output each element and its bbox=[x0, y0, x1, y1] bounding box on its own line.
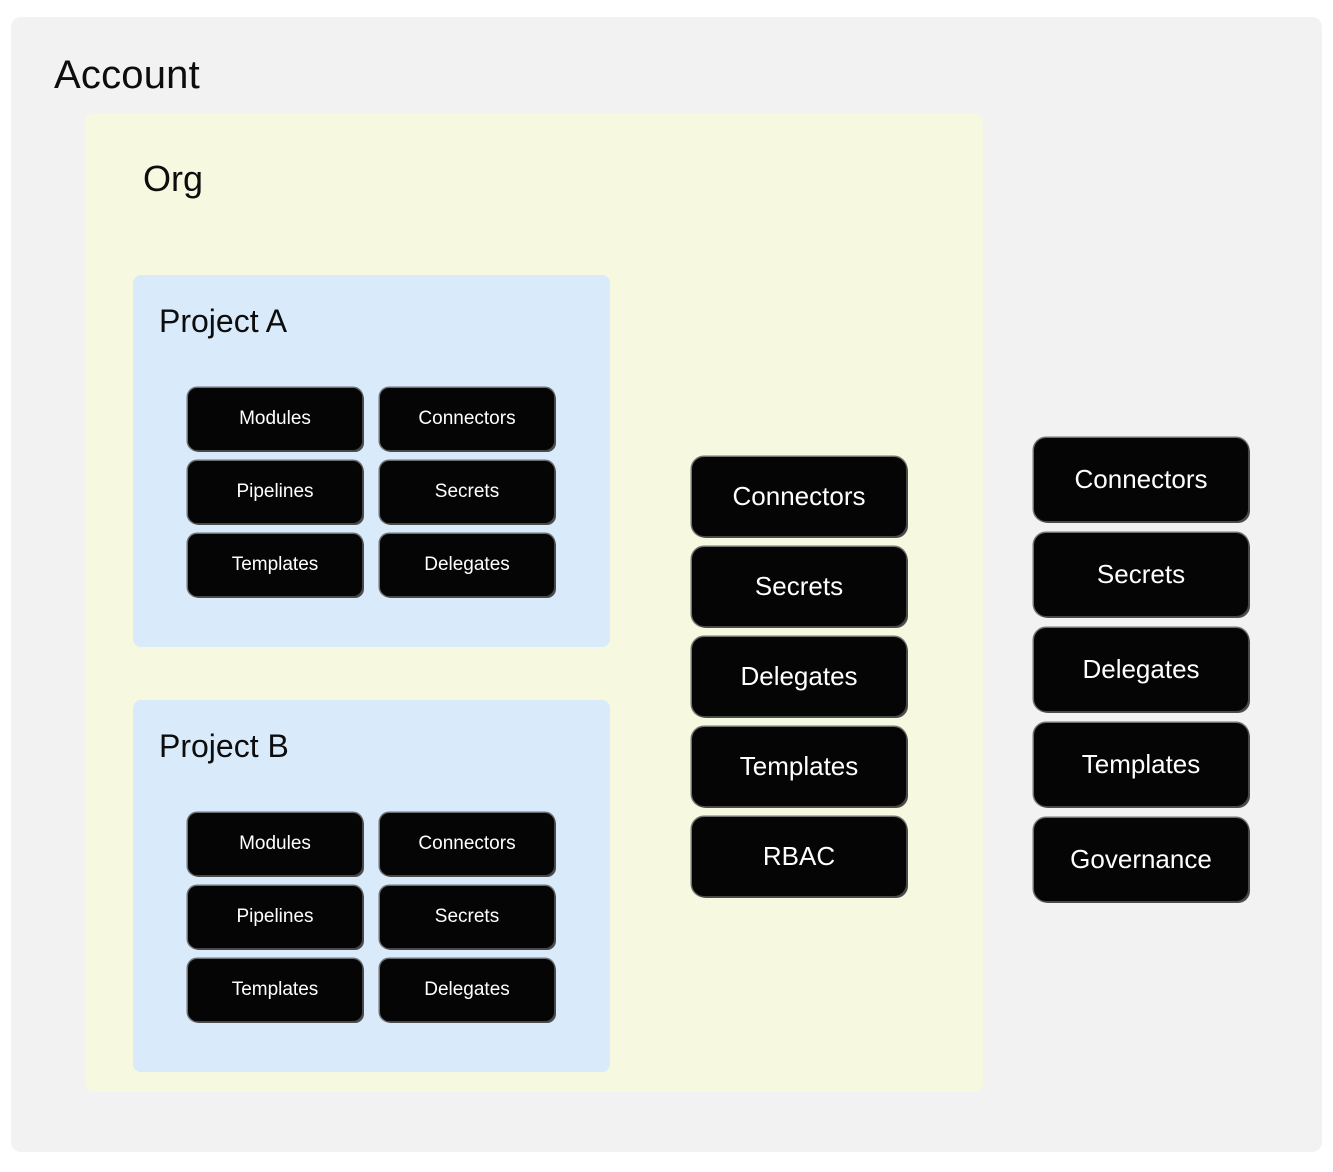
project-b-resource-connectors[interactable]: Connectors bbox=[380, 813, 554, 875]
project-a-resource-templates[interactable]: Templates bbox=[188, 534, 362, 596]
project-b-resource-pipelines[interactable]: Pipelines bbox=[188, 886, 362, 948]
project-b-title: Project B bbox=[159, 728, 289, 764]
org-resource-secrets[interactable]: Secrets bbox=[692, 547, 906, 626]
account-resource-governance[interactable]: Governance bbox=[1034, 818, 1248, 901]
account-resource-secrets[interactable]: Secrets bbox=[1034, 533, 1248, 616]
project-b-resource-templates[interactable]: Templates bbox=[188, 959, 362, 1021]
org-scope-container: Org Project A Modules Connectors Pipelin… bbox=[85, 113, 983, 1092]
project-a-resource-secrets[interactable]: Secrets bbox=[380, 461, 554, 523]
project-b-resource-secrets[interactable]: Secrets bbox=[380, 886, 554, 948]
org-scope-title: Org bbox=[143, 158, 204, 199]
account-resource-connectors[interactable]: Connectors bbox=[1034, 438, 1248, 521]
org-resource-rbac[interactable]: RBAC bbox=[692, 817, 906, 896]
project-b-resource-grid: Modules Connectors Pipelines Secrets Tem… bbox=[188, 813, 554, 1021]
project-b-container: Project B Modules Connectors Pipelines S… bbox=[133, 700, 610, 1072]
project-b-resource-delegates[interactable]: Delegates bbox=[380, 959, 554, 1021]
account-scope-container: Account Org Project A Modules Connectors… bbox=[11, 17, 1322, 1152]
org-resource-connectors[interactable]: Connectors bbox=[692, 457, 906, 536]
project-a-resource-pipelines[interactable]: Pipelines bbox=[188, 461, 362, 523]
project-a-resource-modules[interactable]: Modules bbox=[188, 388, 362, 450]
org-resource-column: Connectors Secrets Delegates Templates R… bbox=[692, 457, 906, 896]
project-a-title: Project A bbox=[159, 303, 288, 339]
org-resource-delegates[interactable]: Delegates bbox=[692, 637, 906, 716]
org-resource-templates[interactable]: Templates bbox=[692, 727, 906, 806]
account-scope-title: Account bbox=[54, 53, 200, 97]
project-a-resource-delegates[interactable]: Delegates bbox=[380, 534, 554, 596]
account-resource-delegates[interactable]: Delegates bbox=[1034, 628, 1248, 711]
project-a-resource-grid: Modules Connectors Pipelines Secrets Tem… bbox=[188, 388, 554, 596]
account-resource-templates[interactable]: Templates bbox=[1034, 723, 1248, 806]
account-resource-column: Connectors Secrets Delegates Templates G… bbox=[1034, 438, 1248, 901]
project-a-container: Project A Modules Connectors Pipelines S… bbox=[133, 275, 610, 647]
project-b-resource-modules[interactable]: Modules bbox=[188, 813, 362, 875]
project-a-resource-connectors[interactable]: Connectors bbox=[380, 388, 554, 450]
